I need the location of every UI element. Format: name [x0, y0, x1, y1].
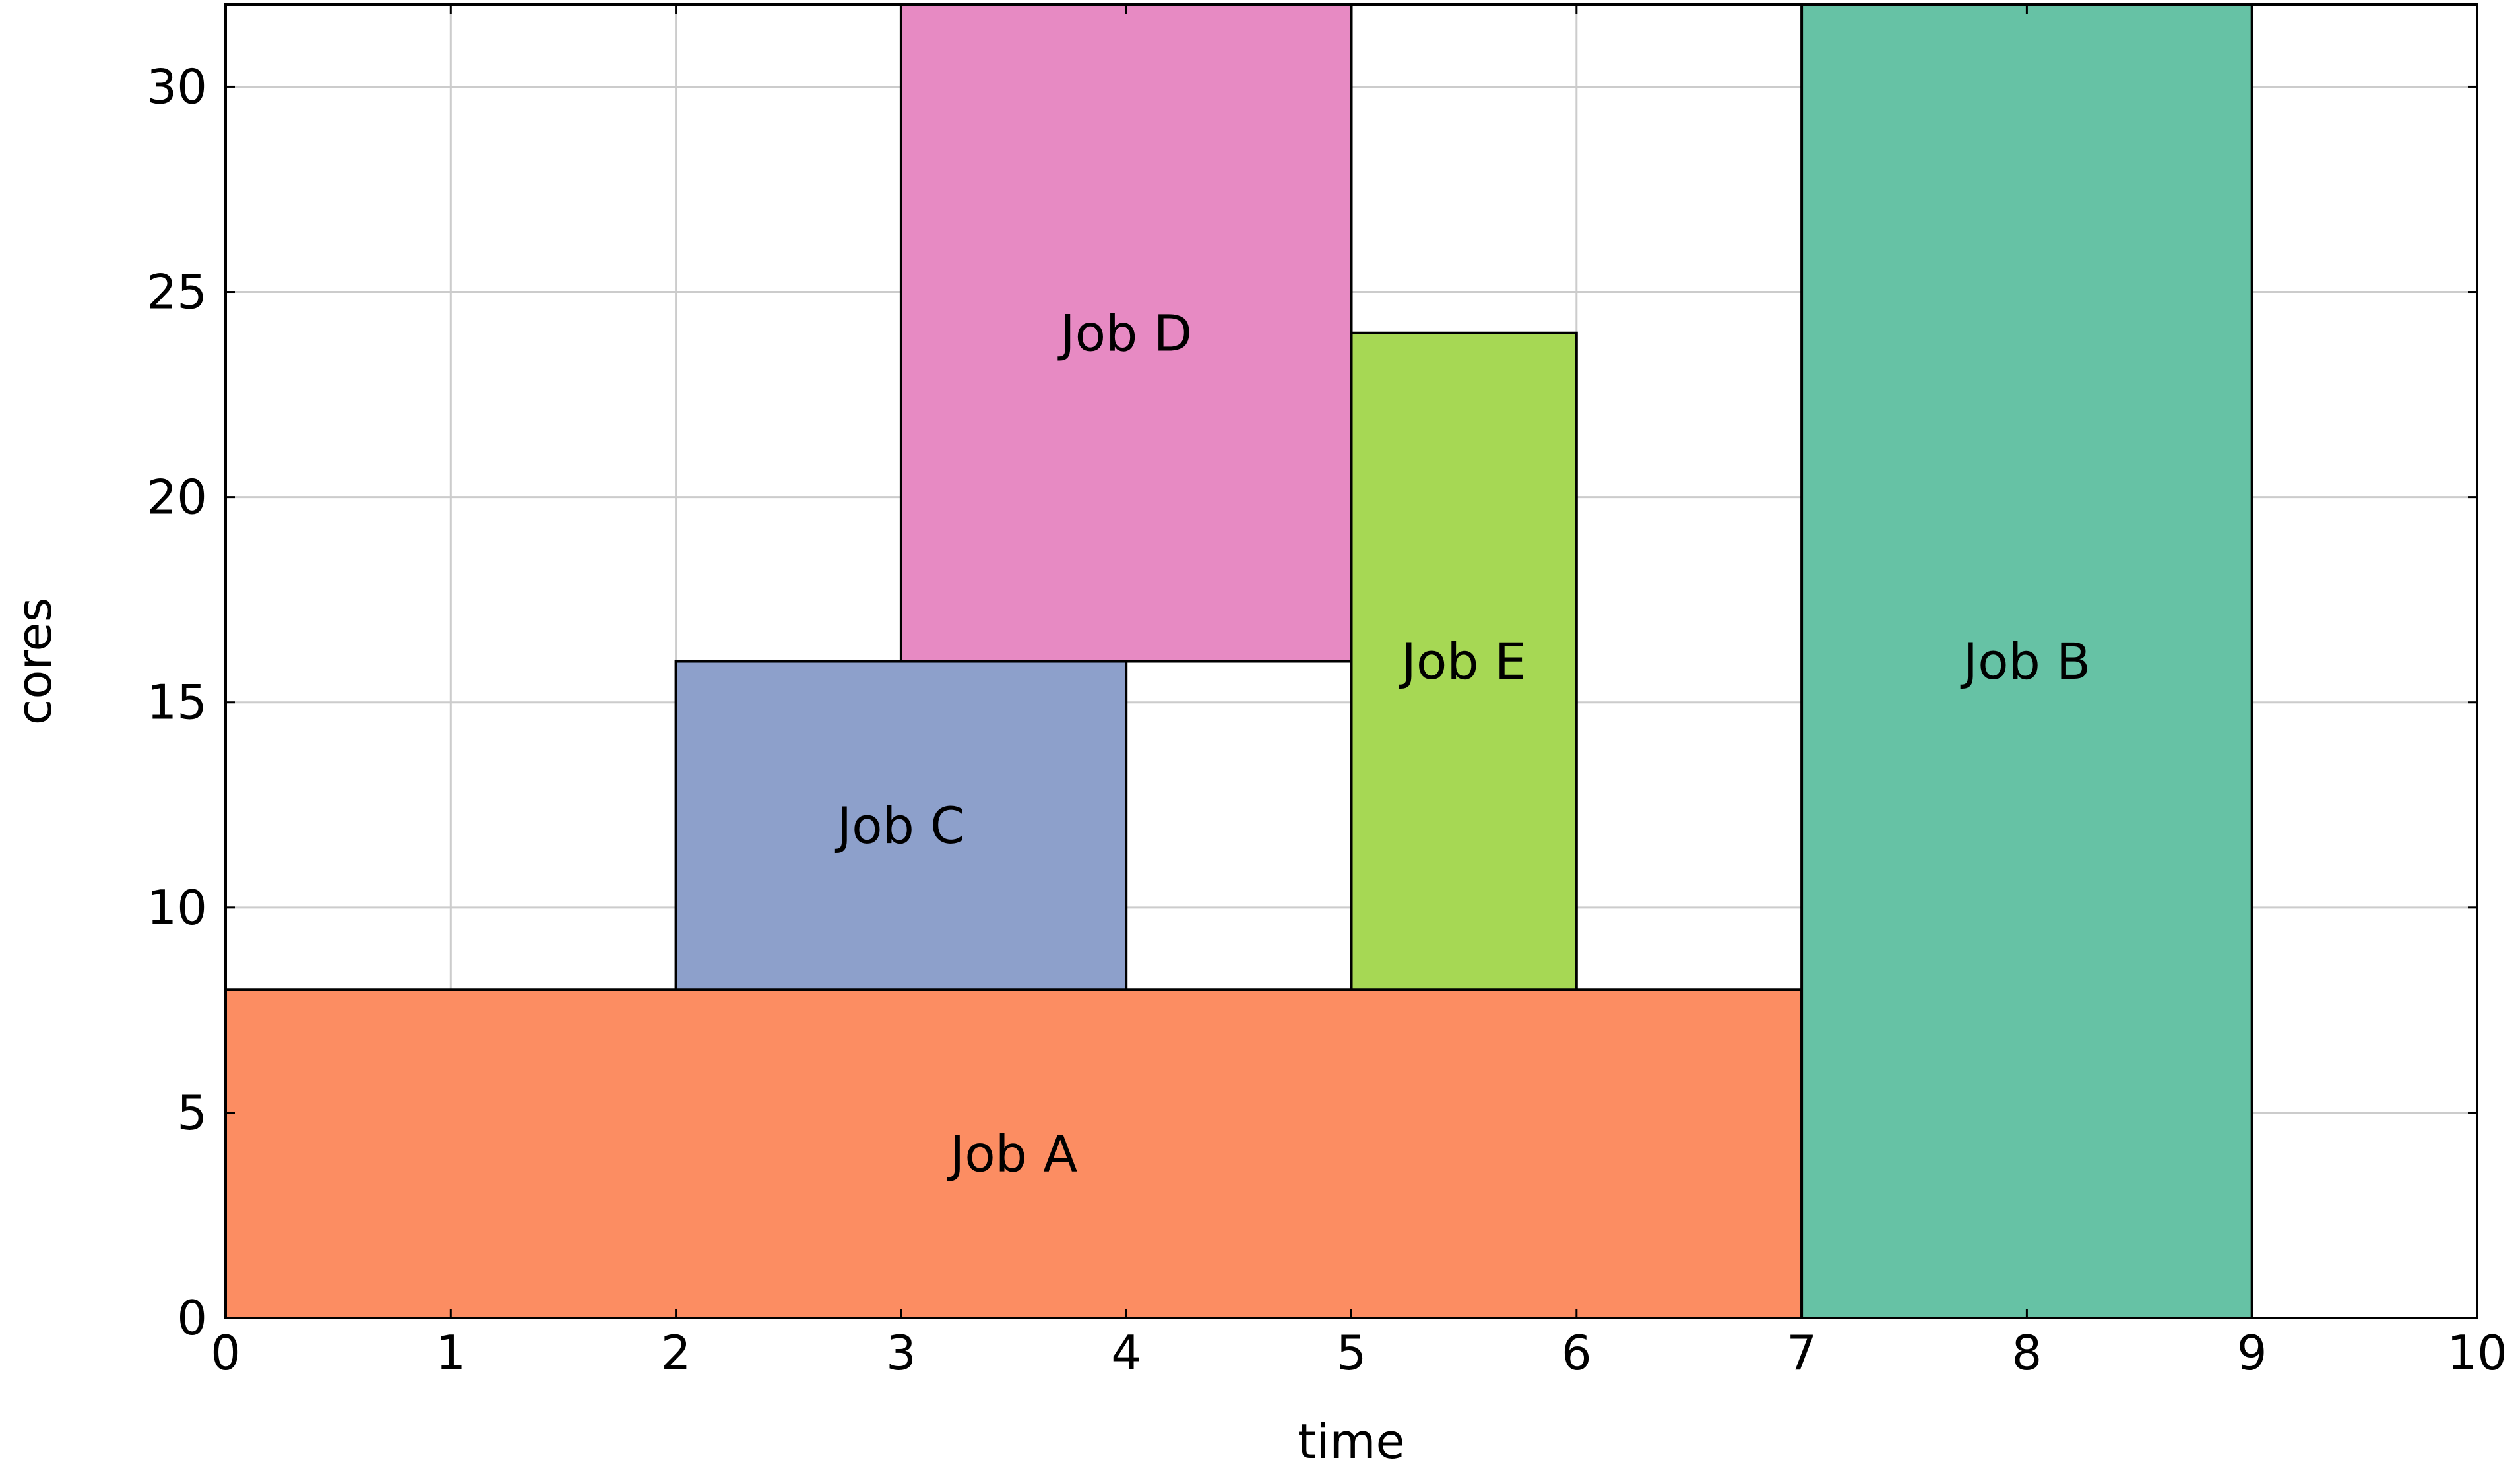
x-tick-label: 10 — [2447, 1325, 2507, 1381]
x-tick-label: 4 — [1111, 1325, 1141, 1381]
job-blocks: Job A Job B Job C Job D Job E — [224, 3, 2253, 1319]
x-tick-label: 3 — [886, 1325, 916, 1381]
job-e-label: Job E — [1399, 632, 1526, 691]
y-tick-label: 20 — [146, 470, 207, 525]
x-axis-label: time — [1298, 1414, 1405, 1469]
x-tick-label: 9 — [2237, 1325, 2267, 1381]
x-tick-label: 0 — [210, 1325, 241, 1381]
x-tick-label: 1 — [435, 1325, 466, 1381]
axis-ticks: 0 1 2 3 4 5 6 7 8 9 10 0 5 10 15 20 25 30 — [146, 5, 2507, 1381]
job-e-block — [1350, 331, 1578, 991]
y-tick-label: 0 — [177, 1290, 207, 1346]
x-tick-label: 6 — [1561, 1325, 1592, 1381]
y-tick-label: 5 — [177, 1085, 207, 1141]
y-tick-label: 10 — [146, 880, 207, 935]
y-tick-label: 30 — [146, 59, 207, 114]
y-tick-label: 15 — [146, 675, 207, 730]
x-tick-label: 5 — [1337, 1325, 1367, 1381]
job-a-label: Job A — [947, 1125, 1077, 1183]
job-c-label: Job C — [835, 796, 965, 855]
x-tick-label: 7 — [1786, 1325, 1817, 1381]
job-d-label: Job D — [1057, 303, 1192, 362]
x-tick-label: 8 — [2011, 1325, 2042, 1381]
job-b-label: Job B — [1961, 632, 2091, 691]
job-b-block — [1800, 3, 2253, 1319]
job-d-block — [899, 3, 1353, 663]
y-tick-label: 25 — [146, 265, 207, 320]
y-axis-label: cores — [7, 598, 62, 725]
x-tick-label: 2 — [661, 1325, 691, 1381]
